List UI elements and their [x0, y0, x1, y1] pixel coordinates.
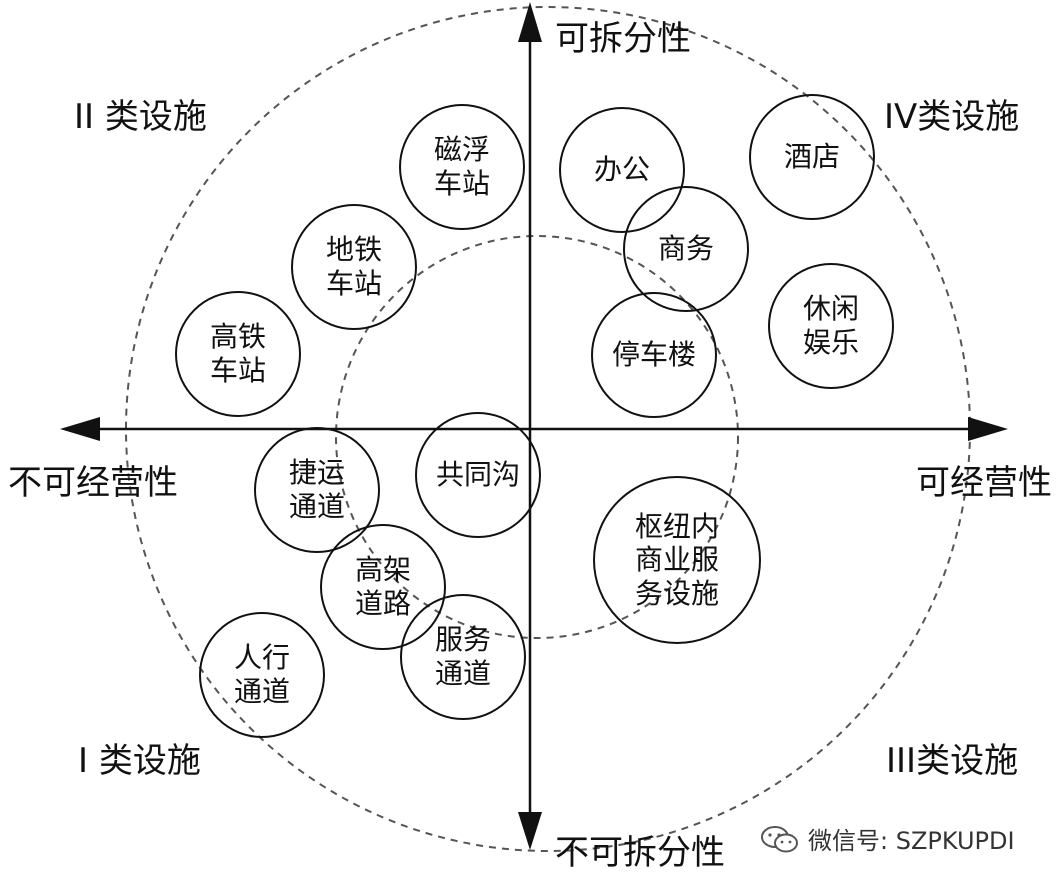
node-circle-service: [400, 594, 526, 720]
node-label-line: 娱乐: [802, 326, 859, 359]
arrow-left-icon: [60, 417, 100, 441]
node-label-line: 枢纽内: [634, 509, 719, 543]
node-label-line: 通道: [434, 657, 491, 690]
wechat-icon: [761, 825, 798, 852]
node-label-line: 车站: [325, 267, 382, 300]
node-label-line: 车站: [209, 354, 266, 387]
node-label-line: 商务: [657, 232, 714, 266]
node-label-leisure: 休闲娱乐: [769, 264, 893, 388]
node-label-line: 通道: [288, 490, 345, 523]
quadrant-label-top-right: IV类设施: [884, 97, 1020, 137]
node-label-line: 停车楼: [611, 338, 696, 372]
axis-label-top: 可拆分性: [555, 19, 691, 59]
node-label-hub: 枢纽内商业服务设施: [594, 477, 760, 643]
node-label-line: 休闲: [802, 292, 859, 326]
node-circle-hotel: [749, 94, 875, 220]
node-label-hsr: 高铁车站: [176, 292, 300, 416]
quadrant-label-top-left: II 类设施: [74, 97, 207, 137]
node-label-hotel: 酒店: [750, 95, 874, 219]
node-label-parking: 停车楼: [592, 293, 716, 417]
watermark-text: 微信号: SZPKUPDI: [808, 827, 1015, 855]
node-label-business: 商务: [624, 187, 748, 311]
node-label-line: 地铁: [325, 233, 382, 267]
axis-label-bottom: 不可拆分性: [555, 833, 725, 873]
node-label-line: 务设施: [634, 576, 719, 610]
node-label-transfer: 捷运通道: [255, 428, 379, 552]
node-circle-tunnel: [415, 412, 541, 538]
node-label-tunnel: 共同沟: [416, 413, 540, 537]
node-circle-transfer: [254, 427, 380, 553]
node-label-office: 办公: [560, 108, 684, 232]
axis-label-right: 可经营性: [916, 463, 1052, 503]
arrow-up-icon: [518, 2, 542, 42]
node-circle-business: [623, 186, 749, 312]
node-circle-leisure: [768, 263, 894, 389]
node-label-service: 服务通道: [401, 595, 525, 719]
node-label-line: 磁浮: [433, 133, 490, 167]
inner-dashed-circle: [335, 235, 739, 639]
node-label-line: 车站: [433, 167, 490, 200]
node-label-line: 高铁: [209, 320, 266, 354]
node-circle-hub: [593, 476, 761, 644]
node-circle-office: [559, 107, 685, 233]
quadrant-label-bottom-right: III类设施: [886, 741, 1019, 781]
node-circle-maglev: [399, 104, 525, 230]
node-label-line: 服务: [434, 623, 491, 657]
node-label-line: 酒店: [783, 140, 840, 174]
node-label-elevated: 高架道路: [321, 525, 445, 649]
axis-label-left: 不可经营性: [8, 463, 178, 503]
node-label-metro: 地铁车站: [292, 205, 416, 329]
node-label-line: 高架: [354, 553, 411, 587]
node-circle-hsr: [175, 291, 301, 417]
arrow-down-icon: [518, 812, 542, 850]
node-label-line: 人行: [233, 641, 290, 675]
arrow-right-icon: [968, 417, 1008, 441]
node-circle-elevated: [320, 524, 446, 650]
node-circle-parking: [591, 292, 717, 418]
watermark: 微信号: SZPKUPDI: [760, 821, 1015, 856]
node-label-pedestrian: 人行通道: [200, 613, 324, 737]
node-label-line: 道路: [354, 587, 411, 620]
node-label-line: 办公: [593, 153, 650, 187]
node-label-line: 通道: [233, 675, 290, 708]
quadrant-label-bottom-left: I 类设施: [78, 741, 201, 781]
node-label-maglev: 磁浮车站: [400, 105, 524, 229]
node-circle-pedestrian: [199, 612, 325, 738]
node-circle-metro: [291, 204, 417, 330]
node-label-line: 捷运: [288, 456, 345, 490]
node-label-line: 共同沟: [435, 458, 520, 492]
node-label-line: 商业服: [634, 543, 719, 577]
